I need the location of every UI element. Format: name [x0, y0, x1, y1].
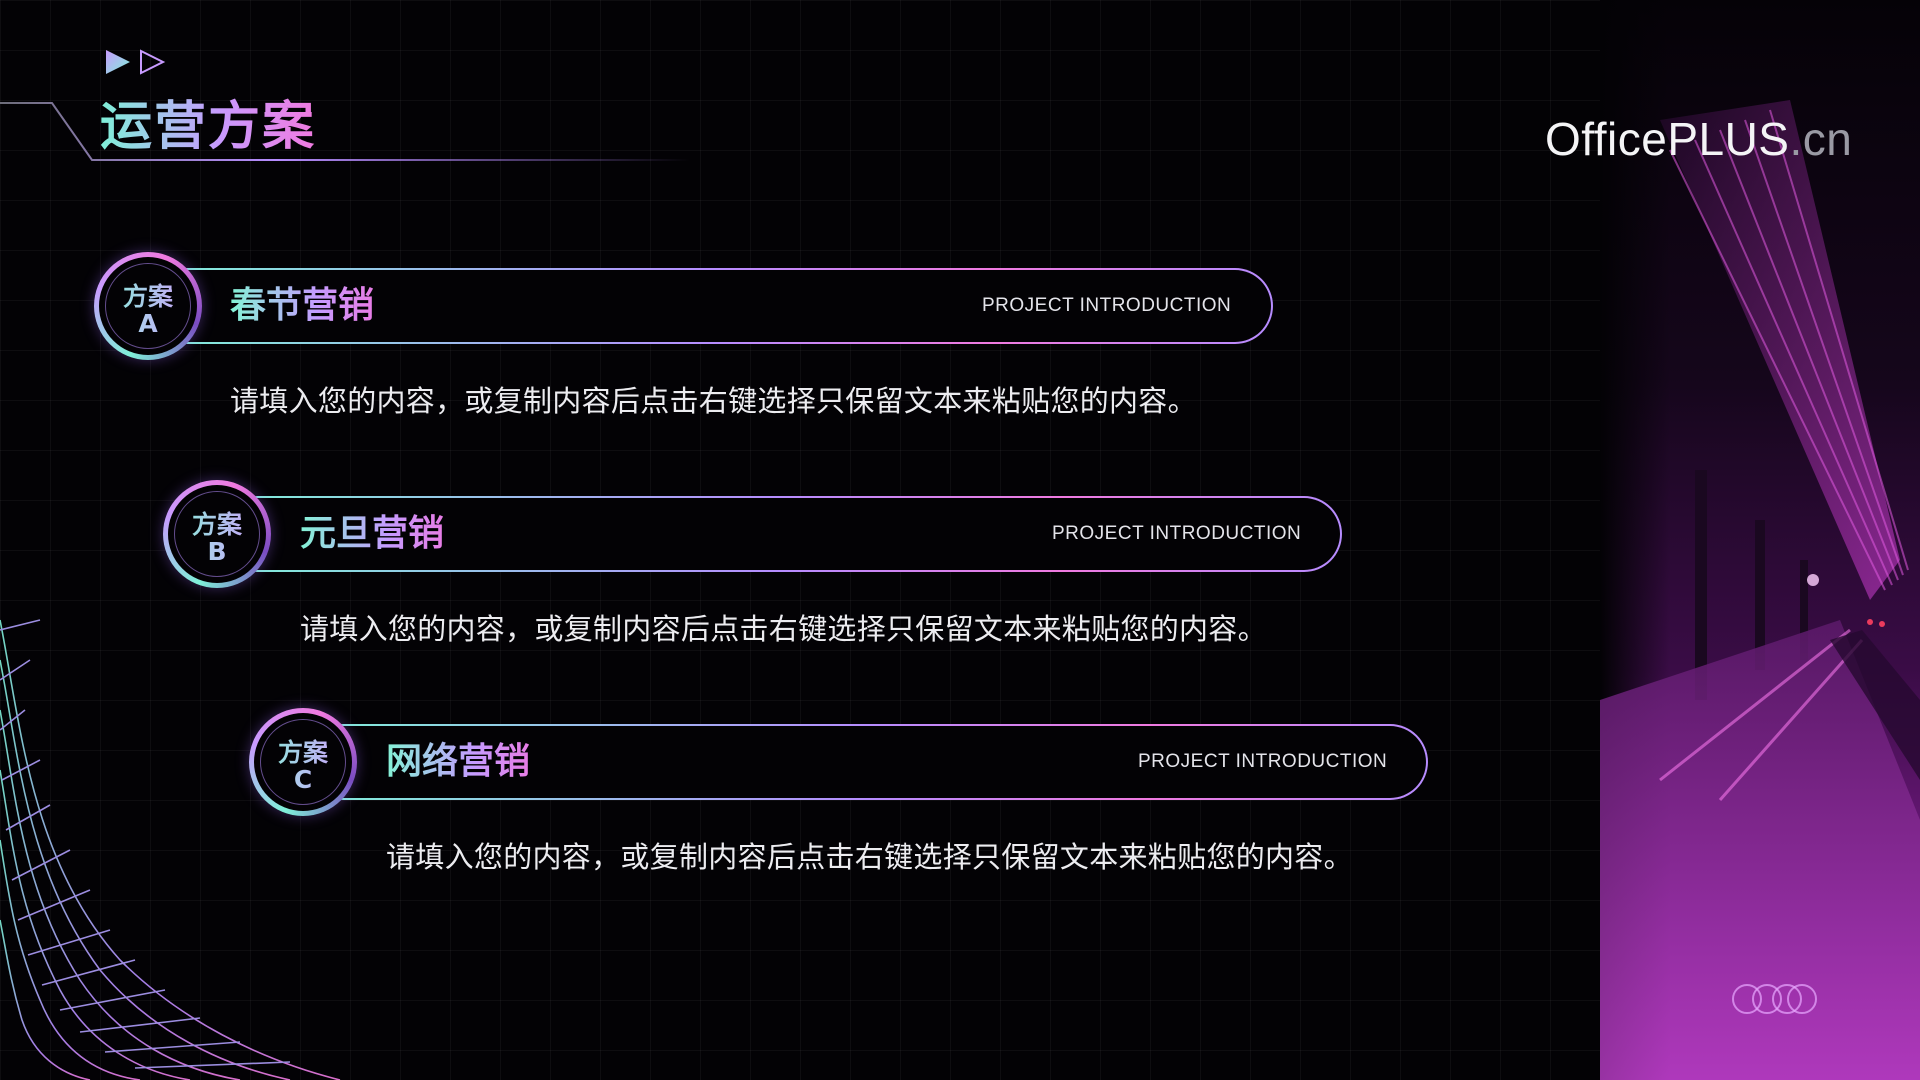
plan-a-bar — [150, 268, 1273, 344]
plan-c-badge: 方案 C — [249, 708, 357, 816]
plan-a-badge: 方案 A — [94, 252, 202, 360]
play-arrow-filled-icon — [106, 50, 130, 74]
logo-suffix: .cn — [1789, 113, 1853, 165]
badge-label: 方案 — [254, 733, 352, 769]
plan-a-title: 春节营销 — [230, 268, 374, 344]
plan-b-title: 元旦营销 — [300, 496, 444, 572]
plan-a-description: 请填入您的内容，或复制内容后点击右键选择只保留文本来粘贴您的内容。 — [230, 384, 1197, 418]
badge-inner-ring — [105, 263, 191, 349]
badge-letter: B — [168, 537, 266, 566]
plan-b-bar — [220, 496, 1342, 572]
play-arrow-outline-icon — [140, 49, 166, 75]
plan-c-subtitle: PROJECT INTRODUCTION — [1138, 751, 1388, 772]
plan-b-description: 请填入您的内容，或复制内容后点击右键选择只保留文本来粘贴您的内容。 — [300, 612, 1267, 646]
badge-label: 方案 — [99, 277, 197, 313]
wire-mesh-decoration — [0, 619, 341, 1080]
badge-inner-ring — [174, 491, 260, 577]
page-title: 运营方案 — [100, 84, 316, 159]
badge-label: 方案 — [168, 505, 266, 541]
logo-main: OfficePLUS — [1545, 113, 1790, 165]
badge-inner-ring — [260, 719, 346, 805]
circle-rings-icon — [1732, 984, 1817, 1014]
plan-b-subtitle: PROJECT INTRODUCTION — [1052, 523, 1302, 544]
brand-logo: OfficePLUS.cn — [1545, 112, 1852, 166]
plan-c-bar — [306, 724, 1428, 800]
plan-a-subtitle: PROJECT INTRODUCTION — [982, 295, 1232, 316]
plan-c-title: 网络营销 — [386, 724, 530, 800]
plan-b-badge: 方案 B — [163, 480, 271, 588]
badge-letter: C — [254, 765, 352, 794]
plan-c-description: 请填入您的内容，或复制内容后点击右键选择只保留文本来粘贴您的内容。 — [386, 840, 1353, 874]
header-underline — [0, 102, 690, 161]
badge-letter: A — [99, 309, 197, 338]
subway-photo — [1600, 0, 1920, 1080]
